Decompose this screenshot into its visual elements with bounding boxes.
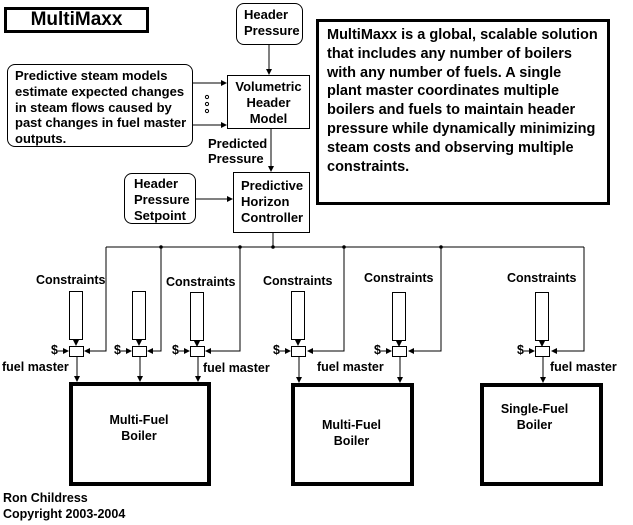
constraint-box xyxy=(132,291,146,340)
fuel-master-label: fuel master xyxy=(2,360,69,374)
setpoint-line2: Pressure xyxy=(134,192,190,207)
fuel-master-block xyxy=(190,346,205,357)
predicted-pressure-line1: Predicted xyxy=(208,136,268,151)
predicted-pressure-label: Predicted Pressure xyxy=(208,136,267,166)
volumetric-header-model-box: Volumetric Header Model xyxy=(227,75,310,129)
cost-symbol: $ xyxy=(273,343,280,357)
fuel-master-label: fuel master xyxy=(203,361,270,375)
boiler-single-fuel: Single-Fuel Boiler xyxy=(480,383,603,486)
boiler-label: Multi-Fuel Boiler xyxy=(293,417,410,449)
cost-symbol: $ xyxy=(172,343,179,357)
volumetric-line2: Header xyxy=(246,95,291,110)
constraints-label: Constraints xyxy=(263,274,333,288)
cost-symbol: $ xyxy=(517,343,524,357)
header-pressure-setpoint-box: Header Pressure Setpoint xyxy=(124,173,196,224)
header-pressure-box: Header Pressure xyxy=(236,3,303,45)
predicted-pressure-line2: Pressure xyxy=(208,151,264,166)
fuel-master-label: fuel master xyxy=(317,360,384,374)
boiler-label-line1: Multi-Fuel xyxy=(109,413,169,427)
boiler-label: Single-Fuel Boiler xyxy=(470,401,599,433)
models-line: in steam flows caused by xyxy=(15,99,172,115)
constraints-label: Constraints xyxy=(36,273,106,287)
boiler-label-line1: Multi-Fuel xyxy=(321,418,381,432)
controller-line3: Controller xyxy=(241,210,304,225)
volumetric-line1: Volumetric xyxy=(235,79,302,94)
constraints-label: Constraints xyxy=(507,271,577,285)
cost-symbol: $ xyxy=(374,343,381,357)
cost-symbol: $ xyxy=(114,343,121,357)
controller-line1: Predictive xyxy=(241,178,304,193)
diagram-title: MultiMaxx xyxy=(4,7,149,33)
boiler-multi-fuel-1: Multi-Fuel Boiler xyxy=(69,382,211,486)
models-line: outputs. xyxy=(15,131,67,147)
ellipsis-dot xyxy=(204,101,210,107)
boiler-label: Multi-Fuel Boiler xyxy=(71,412,207,444)
header-pressure-line1: Header xyxy=(244,7,289,22)
constraint-box xyxy=(392,292,406,341)
volumetric-line3: Model xyxy=(249,111,288,126)
models-line: estimate expected changes xyxy=(15,83,185,99)
constraints-label: Constraints xyxy=(166,275,236,289)
predictive-horizon-controller-box: Predictive Horizon Controller xyxy=(233,172,310,233)
header-pressure-line2: Pressure xyxy=(244,23,300,38)
copyright-notice: Copyright 2003-2004 xyxy=(3,507,126,521)
fuel-master-block xyxy=(535,346,550,357)
models-line: Predictive steam models xyxy=(15,68,168,83)
setpoint-line3: Setpoint xyxy=(134,208,186,223)
boiler-label-line2: Boiler xyxy=(516,418,553,432)
constraint-box xyxy=(190,292,204,341)
models-line: past changes in fuel master xyxy=(15,115,187,131)
setpoint-line1: Header xyxy=(134,176,179,191)
boiler-label-line1: Single-Fuel xyxy=(500,402,569,416)
boiler-label-line2: Boiler xyxy=(121,429,157,443)
fuel-master-label: fuel master xyxy=(550,360,617,374)
constraint-box xyxy=(535,292,549,341)
fuel-master-block xyxy=(132,346,147,357)
cost-symbol: $ xyxy=(51,343,58,357)
predictive-steam-models-box: Predictive steam models estimate expecte… xyxy=(7,64,193,147)
ellipsis-dot xyxy=(204,108,210,114)
controller-line2: Horizon xyxy=(241,194,290,209)
fuel-master-block xyxy=(291,346,306,357)
boiler-multi-fuel-2: Multi-Fuel Boiler xyxy=(291,383,414,486)
boiler-label-line2: Boiler xyxy=(333,434,370,448)
fuel-master-block xyxy=(69,346,84,357)
fuel-master-block xyxy=(392,346,407,357)
ellipsis-dot xyxy=(204,94,210,100)
constraint-box xyxy=(291,291,305,340)
credits: Ron Childress Copyright 2003-2004 xyxy=(3,490,125,522)
description-box: MultiMaxx is a global, scalable solution… xyxy=(316,19,610,205)
author-credit: Ron Childress xyxy=(3,491,88,505)
constraint-box xyxy=(69,291,83,340)
constraints-label: Constraints xyxy=(364,271,434,285)
